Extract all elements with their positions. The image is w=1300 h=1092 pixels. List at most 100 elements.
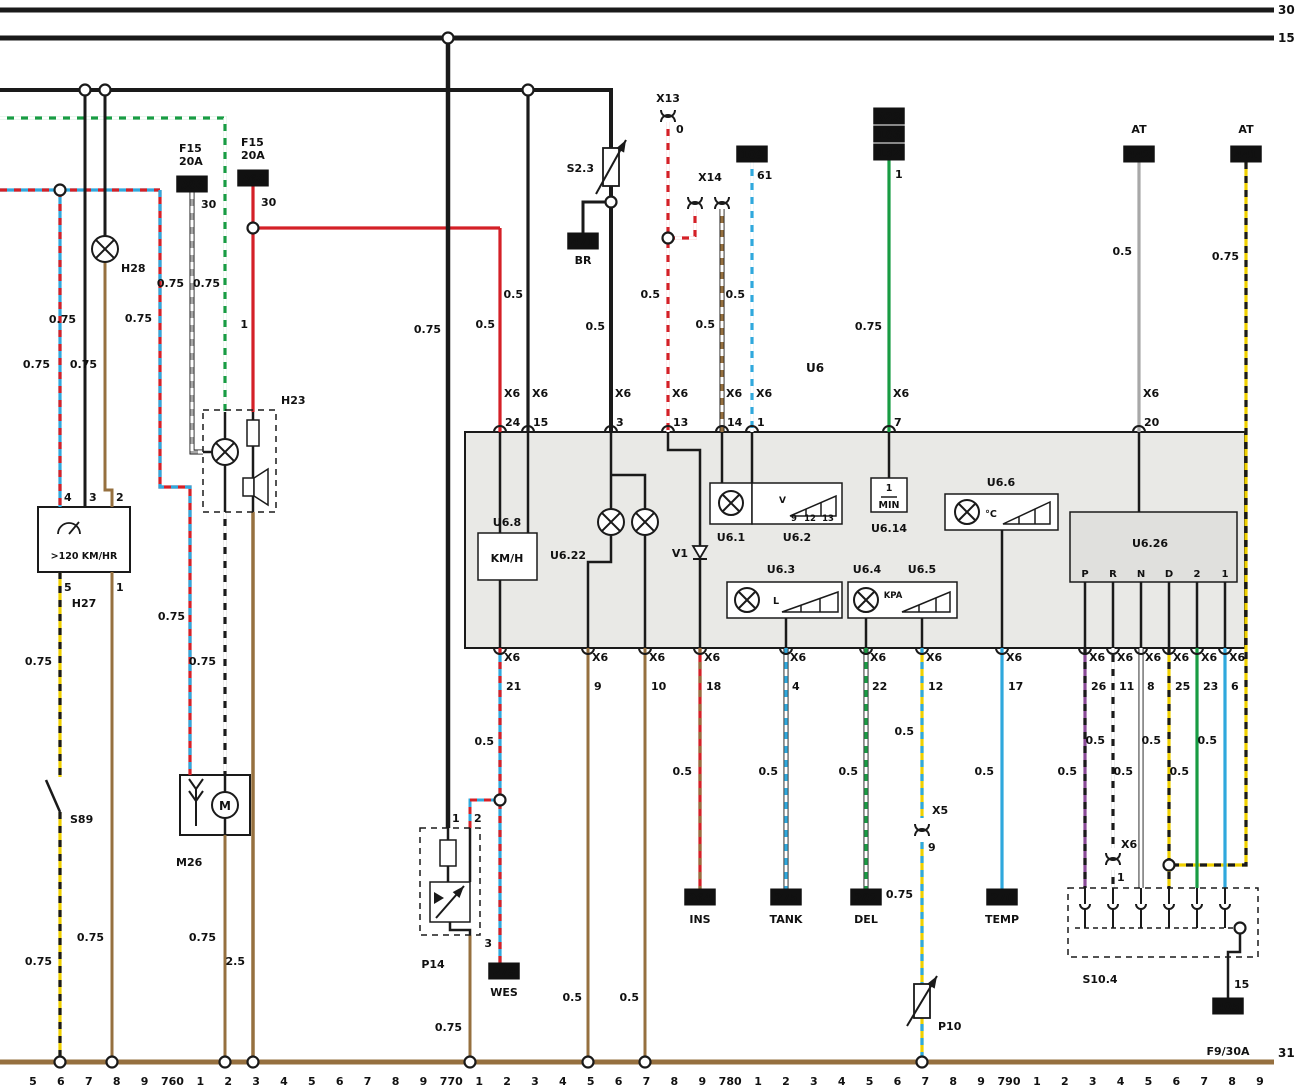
green-feed-stripe	[0, 116, 227, 412]
code-box-132	[873, 143, 905, 161]
s10-4-pins-socket	[1191, 903, 1203, 910]
label: X6	[1145, 651, 1161, 664]
label: X13	[656, 92, 680, 105]
s89-switch-blade	[44, 779, 62, 813]
label: X6	[1006, 651, 1022, 664]
label: U6.3	[767, 563, 795, 576]
u6-8-box	[477, 532, 538, 581]
h23-dashed-box	[202, 409, 277, 513]
code-box-label-471: 471	[572, 236, 595, 249]
x6-mid-connector-lower	[1105, 857, 1121, 866]
label: 4	[792, 680, 800, 693]
code-box-label-282: 282	[855, 892, 878, 905]
label: 0.5	[1113, 245, 1133, 258]
code-box-282	[850, 888, 882, 906]
label: 1	[452, 812, 460, 825]
label: 11	[1119, 680, 1134, 693]
label: X6	[1173, 651, 1189, 664]
scale-number: 1	[196, 1075, 204, 1088]
x6-top-arcs	[1132, 425, 1146, 433]
junction-ring	[1233, 921, 1247, 935]
label: X6	[1229, 651, 1245, 664]
u6-22-lamp-1-x2	[601, 512, 621, 532]
label: U6.1	[717, 531, 745, 544]
junction-ring	[604, 195, 618, 209]
label: 31	[1278, 1046, 1295, 1060]
junction-ring	[1162, 858, 1176, 872]
label: X6	[672, 387, 688, 400]
layer-wires	[0, 7, 1274, 1065]
x14-connector-a-lower	[687, 201, 703, 210]
x6-bottom-arcs	[1106, 647, 1120, 655]
x6-top-arcs	[521, 425, 535, 433]
u6-3-gauge	[781, 590, 839, 613]
label: X6	[1143, 387, 1159, 400]
label: P14	[421, 958, 445, 971]
scale-number: 7	[922, 1075, 930, 1088]
scale-number: 6	[1173, 1075, 1181, 1088]
x13-connector-upper	[660, 109, 676, 118]
code-box-368	[237, 169, 269, 187]
label: 2.5	[226, 955, 246, 968]
code-box-275	[770, 888, 802, 906]
label: S10.4	[1082, 973, 1117, 986]
label: WES	[490, 986, 518, 999]
label: MIN	[879, 500, 900, 511]
label: 30	[201, 198, 217, 211]
m26-antenna-c1	[188, 778, 197, 790]
scale-number: 8	[113, 1075, 121, 1088]
redblue-branch-stripe	[158, 190, 192, 775]
label: 13	[673, 416, 688, 429]
scale-number: 7	[1200, 1075, 1208, 1088]
label: 15	[1278, 31, 1295, 45]
code-box-label-386: 386	[181, 179, 204, 192]
code-box-109	[736, 145, 768, 163]
label: 30	[261, 196, 277, 209]
p14-resistor	[439, 839, 457, 867]
code-box-label-109: 109	[741, 149, 764, 162]
label: X6	[704, 651, 720, 664]
junction-ring	[53, 183, 67, 197]
x6-bottom-arcs	[693, 647, 707, 655]
x5-connector-upper	[914, 823, 930, 832]
label: 20A	[179, 155, 203, 168]
label: X6	[504, 387, 520, 400]
u6-3-lamp-x2	[737, 590, 757, 610]
label: 0.75	[189, 931, 216, 944]
label: 0.5	[696, 318, 716, 331]
p14-int-4	[448, 922, 472, 935]
label: L	[773, 596, 779, 607]
label: 2	[116, 491, 124, 504]
code-box-label-264: 264	[689, 892, 712, 905]
scale-number: 8	[1228, 1075, 1236, 1088]
scale-number: 9	[141, 1075, 149, 1088]
x6-bottom-arcs	[915, 647, 929, 655]
label: H27	[72, 597, 97, 610]
u6-1-lamp-x2	[721, 493, 741, 513]
code-box-label-186: 186	[878, 129, 901, 142]
code-box-label-442: 442	[1128, 149, 1151, 162]
code-box-label-405: 405	[1217, 1001, 1240, 1014]
h27-gauge-needle	[68, 521, 80, 535]
m26-antenna-c3	[188, 790, 197, 802]
label: X6	[893, 387, 909, 400]
h23-lamp-x2	[215, 442, 235, 462]
x6-bottom-arcs	[1134, 647, 1148, 655]
label: S89	[70, 813, 93, 826]
label: 18	[706, 680, 721, 693]
junction-ring	[661, 231, 675, 245]
m26-antenna-c2	[195, 778, 204, 790]
code-box-label-368: 368	[242, 173, 265, 186]
label: 0.75	[25, 655, 52, 668]
label: 0	[676, 123, 684, 136]
scale-number: 760	[161, 1075, 184, 1088]
scale-number: 6	[336, 1075, 344, 1088]
code-box-label-132: 132	[878, 147, 901, 160]
label: °C	[985, 509, 997, 520]
u6-5-gauge	[901, 590, 951, 613]
label: 20A	[241, 149, 265, 162]
label: 1	[240, 318, 248, 331]
scale-number: 1	[754, 1075, 762, 1088]
label: 0.75	[25, 955, 52, 968]
x6-mid-connector-upper	[1105, 852, 1121, 861]
